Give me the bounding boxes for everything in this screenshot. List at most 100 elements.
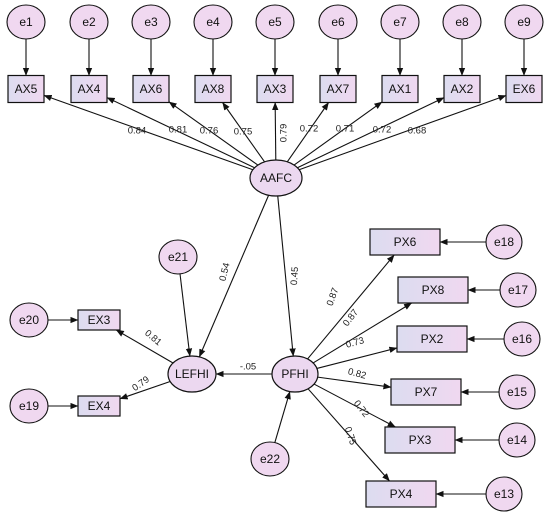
latent-ellipse [271, 355, 319, 393]
error-label: e16 [512, 332, 532, 346]
error-label: e19 [19, 399, 39, 413]
path-aafc-to-ax8 [222, 102, 266, 163]
error-ellipse [498, 422, 536, 458]
path-coefficient: 0.79 [130, 374, 151, 394]
path-pfhi-to-px2 [316, 346, 398, 369]
error-ellipse [485, 224, 523, 260]
latent-ellipse [249, 159, 303, 197]
path-pfhi-to-px4 [307, 388, 390, 482]
path-coefficient: 0.72 [351, 398, 371, 419]
error-label: e2 [82, 15, 96, 29]
indicator-label: AX1 [389, 82, 412, 96]
error-e19: e19 [9, 388, 49, 424]
error-ellipse [250, 441, 290, 477]
error-label: e22 [260, 452, 280, 466]
path-aafc-to-pfhi [277, 195, 296, 357]
indicator-ax2: AX2 [443, 74, 481, 104]
error-ellipse [9, 388, 49, 424]
path-pfhi-to-px8 [312, 302, 412, 364]
indicator-label: AX8 [202, 82, 225, 96]
path-coefficient: 0.81 [169, 125, 188, 136]
path-coefficient: 0.72 [300, 124, 319, 135]
error-e9: e9 [504, 4, 544, 40]
indicator-ax1: AX1 [381, 74, 419, 104]
indicator-label: EX4 [88, 399, 111, 413]
indicator-label: EX6 [513, 82, 536, 96]
indicator-ex6: EX6 [505, 74, 543, 104]
path-coefficient: 0.72 [373, 125, 392, 136]
error-label: e9 [517, 15, 531, 29]
indicator-box [369, 228, 441, 256]
indicator-box [77, 309, 121, 331]
indicator-label: AX5 [15, 82, 38, 96]
error-ellipse [69, 4, 109, 40]
path-aafc-to-ax7 [286, 102, 330, 163]
path-coefficient: 0.68 [408, 126, 427, 137]
indicator-ax3: AX3 [256, 74, 294, 104]
path-coefficient: 0.54 [217, 262, 232, 283]
error-ellipse [131, 4, 171, 40]
indicator-px4: PX4 [365, 480, 437, 508]
indicator-label: PX4 [390, 487, 413, 501]
path-coefficient: 0.75 [234, 127, 253, 138]
error-ellipse [442, 4, 482, 40]
error-path-e22-to-pfhi [274, 391, 291, 443]
path-coefficient: 0.81 [142, 328, 163, 348]
path-coefficient: 0.84 [128, 126, 147, 137]
latent-aafc: AAFC [249, 159, 303, 197]
error-ellipse [255, 4, 295, 40]
error-e7: e7 [380, 4, 420, 40]
error-ellipse [485, 476, 523, 512]
indicator-px2: PX2 [396, 325, 468, 353]
error-ellipse [498, 374, 536, 410]
error-e14: e14 [498, 422, 536, 458]
latent-label: LEFHI [175, 367, 209, 381]
error-e16: e16 [503, 321, 541, 357]
indicator-px8: PX8 [397, 276, 469, 304]
indicator-ex4: EX4 [77, 395, 121, 417]
indicator-box [365, 480, 437, 508]
indicator-ax4: AX4 [70, 74, 108, 104]
error-label: e21 [168, 250, 188, 264]
latent-ellipse [167, 355, 217, 393]
indicator-label: PX8 [422, 283, 445, 297]
path-aafc-to-ex6 [298, 94, 507, 171]
indicator-ex3: EX3 [77, 309, 121, 331]
path-coefficient: 0.75 [342, 426, 358, 447]
path-coefficient: 0.76 [200, 126, 219, 137]
error-label: e13 [494, 487, 514, 501]
error-e5: e5 [255, 4, 295, 40]
latent-lefhi: LEFHI [167, 355, 217, 393]
error-e4: e4 [193, 4, 233, 40]
indicator-label: PX6 [394, 235, 417, 249]
path-coefficient: 0.82 [347, 366, 368, 381]
indicator-label: PX3 [409, 433, 432, 447]
error-ellipse [504, 4, 544, 40]
error-label: e15 [507, 385, 527, 399]
path-lefhi-to-ex4 [119, 380, 171, 400]
indicator-box [443, 74, 481, 104]
indicator-box [194, 74, 232, 104]
indicator-ax5: AX5 [7, 74, 45, 104]
indicator-label: PX2 [421, 332, 444, 346]
error-label: e14 [507, 433, 527, 447]
error-ellipse [193, 4, 233, 40]
error-ellipse [503, 321, 541, 357]
indicator-box [381, 74, 419, 104]
path-aafc-to-ax1 [293, 101, 383, 166]
indicator-label: AX4 [78, 82, 101, 96]
indicator-ax7: AX7 [319, 74, 357, 104]
indicator-px7: PX7 [390, 378, 462, 406]
indicator-box [70, 74, 108, 104]
indicator-label: AX3 [264, 82, 287, 96]
path-aafc-to-ax3 [272, 102, 279, 161]
indicator-box [384, 426, 456, 454]
error-e17: e17 [499, 272, 537, 308]
error-e2: e2 [69, 4, 109, 40]
indicator-px6: PX6 [369, 228, 441, 256]
error-label: e17 [508, 283, 528, 297]
indicator-label: AX2 [451, 82, 474, 96]
path-coefficient: 0.87 [325, 286, 342, 307]
